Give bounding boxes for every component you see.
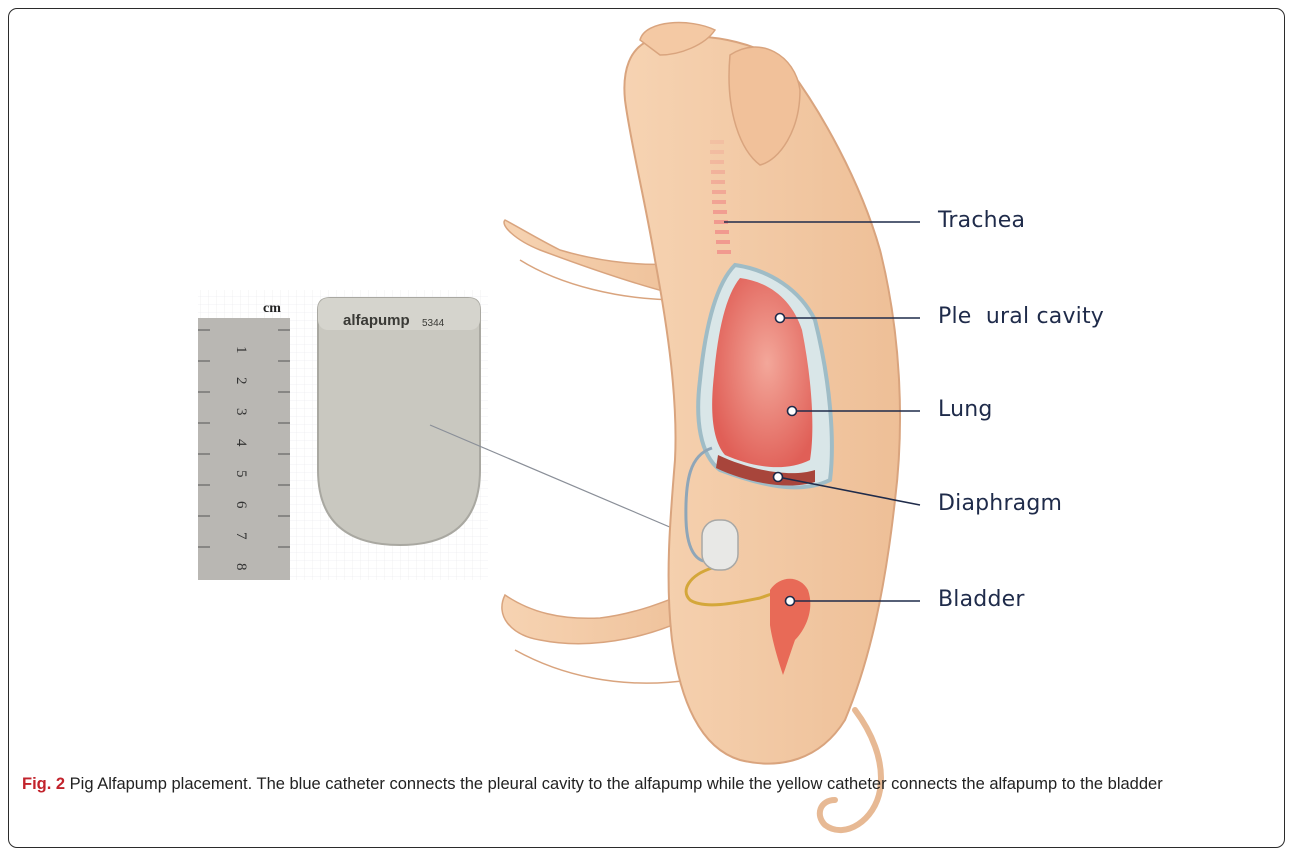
label-bladder: Bladder bbox=[938, 587, 1025, 612]
label-trachea: Trachea bbox=[938, 208, 1025, 233]
label-diaphragm: Diaphragm bbox=[938, 491, 1062, 516]
ruler-number: 4 bbox=[233, 439, 249, 447]
figure-caption: Fig. 2 Pig Alfapump placement. The blue … bbox=[22, 772, 1272, 796]
alfapump-device bbox=[318, 298, 480, 545]
figure-number: Fig. 2 bbox=[22, 775, 65, 793]
caption-text: Pig Alfapump placement. The blue cathete… bbox=[65, 775, 1163, 793]
ruler-unit: cm bbox=[263, 301, 281, 316]
device-model: 5344 bbox=[422, 318, 445, 329]
ruler bbox=[198, 318, 290, 580]
ruler-number: 6 bbox=[233, 501, 249, 509]
label-lung: Lung bbox=[938, 397, 993, 422]
device-photo: cm 1 2 3 4 5 6 7 8 alfapump 5344 bbox=[198, 290, 712, 580]
ruler-number: 1 bbox=[233, 346, 249, 354]
ruler-number: 8 bbox=[233, 563, 249, 571]
implanted-pump bbox=[702, 520, 738, 570]
ruler-number: 5 bbox=[233, 470, 249, 478]
label-pleural-cavity: Ple ural cavity bbox=[938, 304, 1104, 329]
device-brand: alfapump bbox=[343, 312, 410, 329]
ruler-number: 2 bbox=[233, 377, 249, 385]
ruler-number: 7 bbox=[233, 532, 249, 540]
ruler-number: 3 bbox=[233, 408, 249, 416]
